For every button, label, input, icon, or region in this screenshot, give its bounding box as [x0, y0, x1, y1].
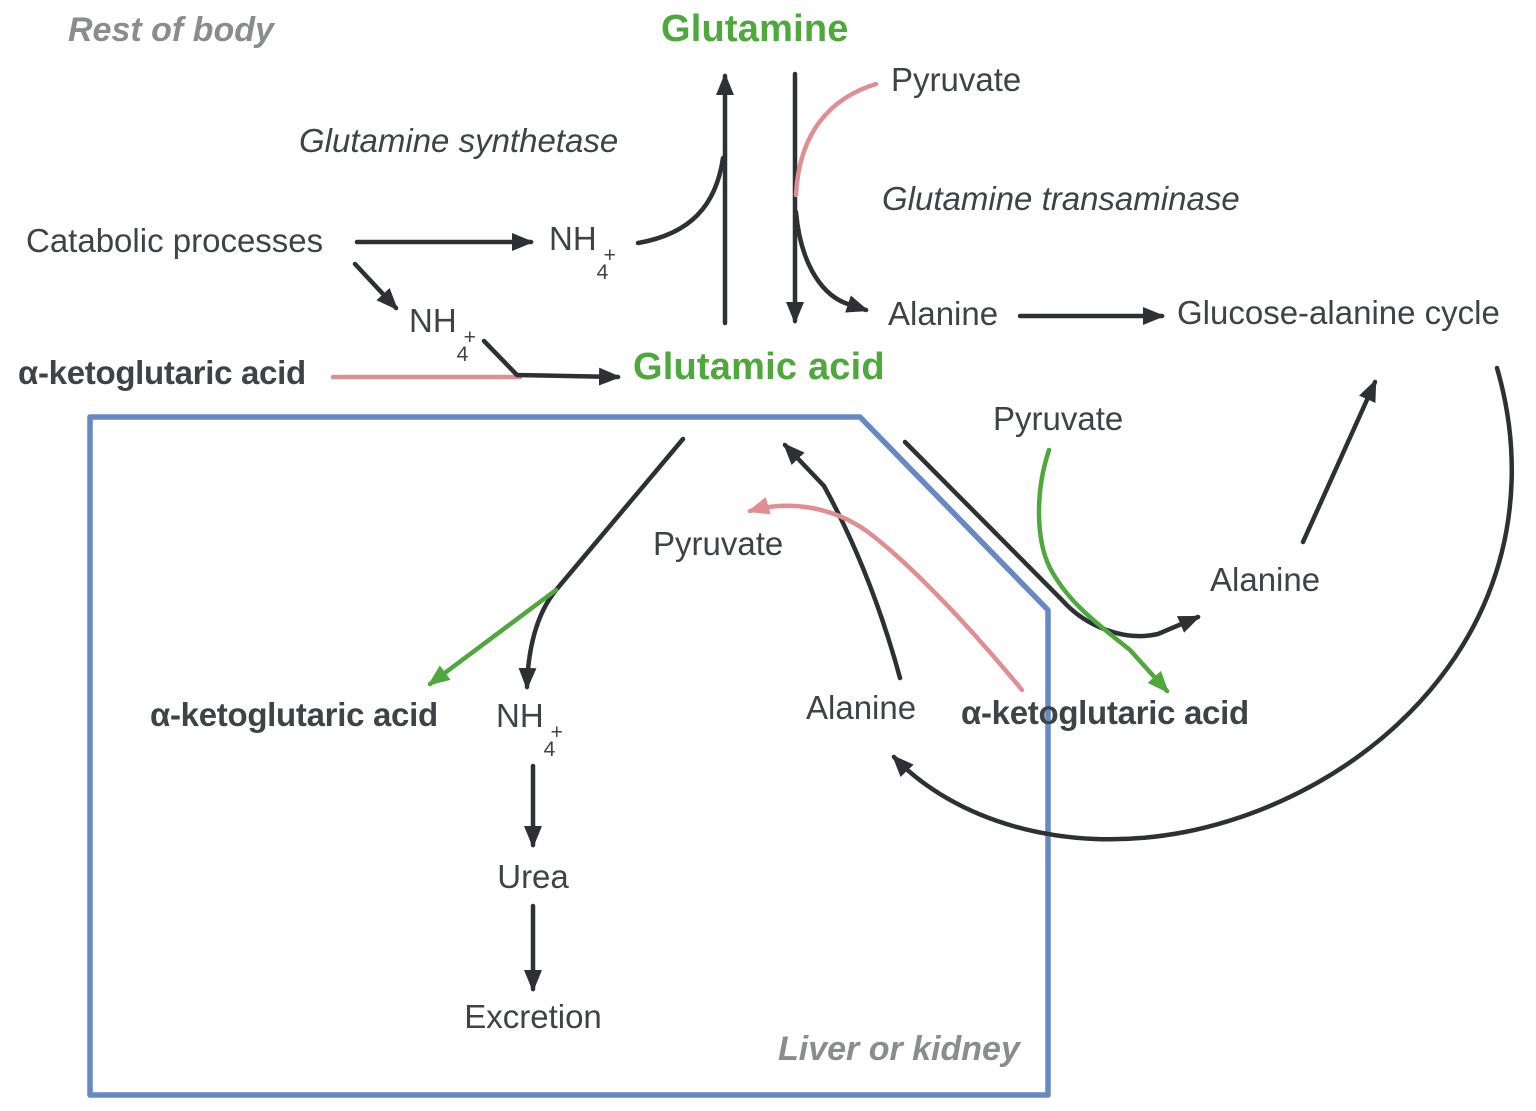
arrow-up-to-cycle: [1300, 379, 1378, 545]
arrow-catabolic-to-nh4-diagonal: [352, 261, 399, 311]
arrow-glutamic-to-nh4-liver: [518, 436, 686, 690]
label-nh4-2: NH+4: [409, 302, 476, 366]
label-alpha-kg-outer-left: α-ketoglutaric acid: [18, 354, 306, 391]
curve-pyruvate-join-transaminase: [793, 81, 879, 198]
label-urea: Urea: [497, 858, 569, 895]
label-alpha-kg-inner-right: α-ketoglutaric acid: [961, 694, 1249, 731]
curve-nh4-join-glutamine-line: [635, 155, 726, 246]
label-alpha-kg-inner-left: α-ketoglutaric acid: [150, 696, 438, 733]
nh4-base: NH: [496, 697, 544, 734]
label-glutamine: Glutamine: [661, 8, 849, 50]
label-nh4-1: NH+4: [549, 220, 616, 284]
nh4-charge: +4: [596, 244, 616, 284]
arrow-green-to-alpha-kg-left: [427, 587, 559, 687]
label-glutamine-synthetase: Glutamine synthetase: [299, 122, 619, 159]
nh4-sub: 4: [543, 737, 556, 761]
curve-alpha-kg-to-pyruvate-liver: [747, 497, 1025, 693]
arrow-nh4-alpha-kg-to-glutamic: [481, 338, 621, 386]
label-alanine-inner: Alanine: [806, 689, 917, 726]
nh4-base: NH: [409, 302, 457, 339]
nh4-sub: 4: [456, 342, 469, 366]
nh4-sup: +: [463, 326, 476, 349]
nh4-sup: +: [550, 721, 563, 744]
label-alanine-top: Alanine: [888, 295, 999, 332]
label-excretion: Excretion: [464, 998, 602, 1035]
label-pyruvate-right: Pyruvate: [993, 400, 1124, 437]
region-label-liver-or-kidney: Liver or kidney: [778, 1030, 1020, 1068]
label-glutamic-acid: Glutamic acid: [633, 346, 885, 388]
liver-kidney-box-border: [87, 414, 1051, 1098]
curve-transaminase-to-alanine: [793, 209, 869, 313]
nh4-base: NH: [549, 220, 597, 257]
nh4-sup: +: [603, 244, 616, 267]
nh4-charge: +4: [456, 326, 476, 366]
label-pyruvate-inner: Pyruvate: [653, 525, 784, 562]
nh4-charge: +4: [543, 721, 563, 761]
label-catabolic-processes: Catabolic processes: [26, 222, 324, 259]
curve-pyruvate-to-alpha-kg-right: [1036, 447, 1170, 694]
label-pyruvate-top: Pyruvate: [891, 61, 1022, 98]
label-nh4-3: NH+4: [496, 697, 563, 761]
nh4-sub: 4: [596, 260, 609, 284]
label-glutamine-transaminase: Glutamine transaminase: [882, 180, 1240, 217]
curve-alanine-liver-to-glutamic: [782, 442, 903, 681]
label-glucose-alanine-cycle: Glucose-alanine cycle: [1177, 294, 1500, 331]
region-label-rest-of-body: Rest of body: [68, 11, 274, 49]
label-alanine-right: Alanine: [1210, 561, 1321, 598]
arc-cycle-to-alanine-liver: [891, 365, 1515, 842]
